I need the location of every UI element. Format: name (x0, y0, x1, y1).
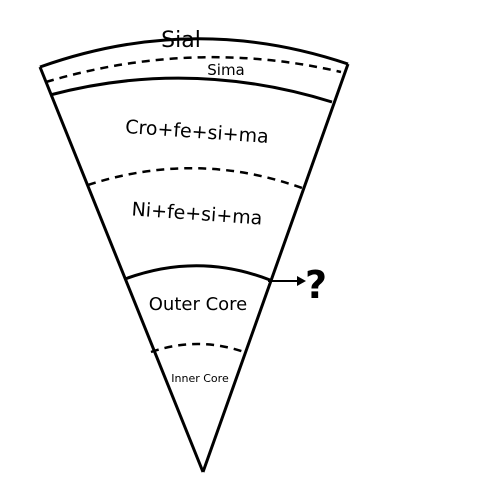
arrow-head-icon (297, 276, 306, 286)
layer-label-outer-core: Outer Core (149, 294, 248, 315)
layer-label-nifesima: Ni+fe+si+ma (131, 198, 263, 229)
layer-label-sial: Sial (161, 28, 201, 53)
question-mark-annotation: ? (305, 263, 327, 307)
wedge-left-edge (38, 66, 205, 473)
layer-label-crofesima: Cro+fe+si+ma (125, 116, 270, 148)
layer-label-inner-core: Inner Core (171, 372, 229, 385)
sial-top-boundary (39, 37, 349, 69)
mantle-outer-core-boundary (124, 264, 271, 282)
outer-inner-core-boundary (150, 342, 245, 354)
sial-sima-boundary (45, 55, 342, 84)
wedge-right-edge (201, 63, 350, 473)
layer-label-sima: Sima (207, 61, 245, 79)
crofesima-nifesima-boundary (87, 166, 303, 190)
sima-crofesima-boundary (49, 76, 333, 104)
